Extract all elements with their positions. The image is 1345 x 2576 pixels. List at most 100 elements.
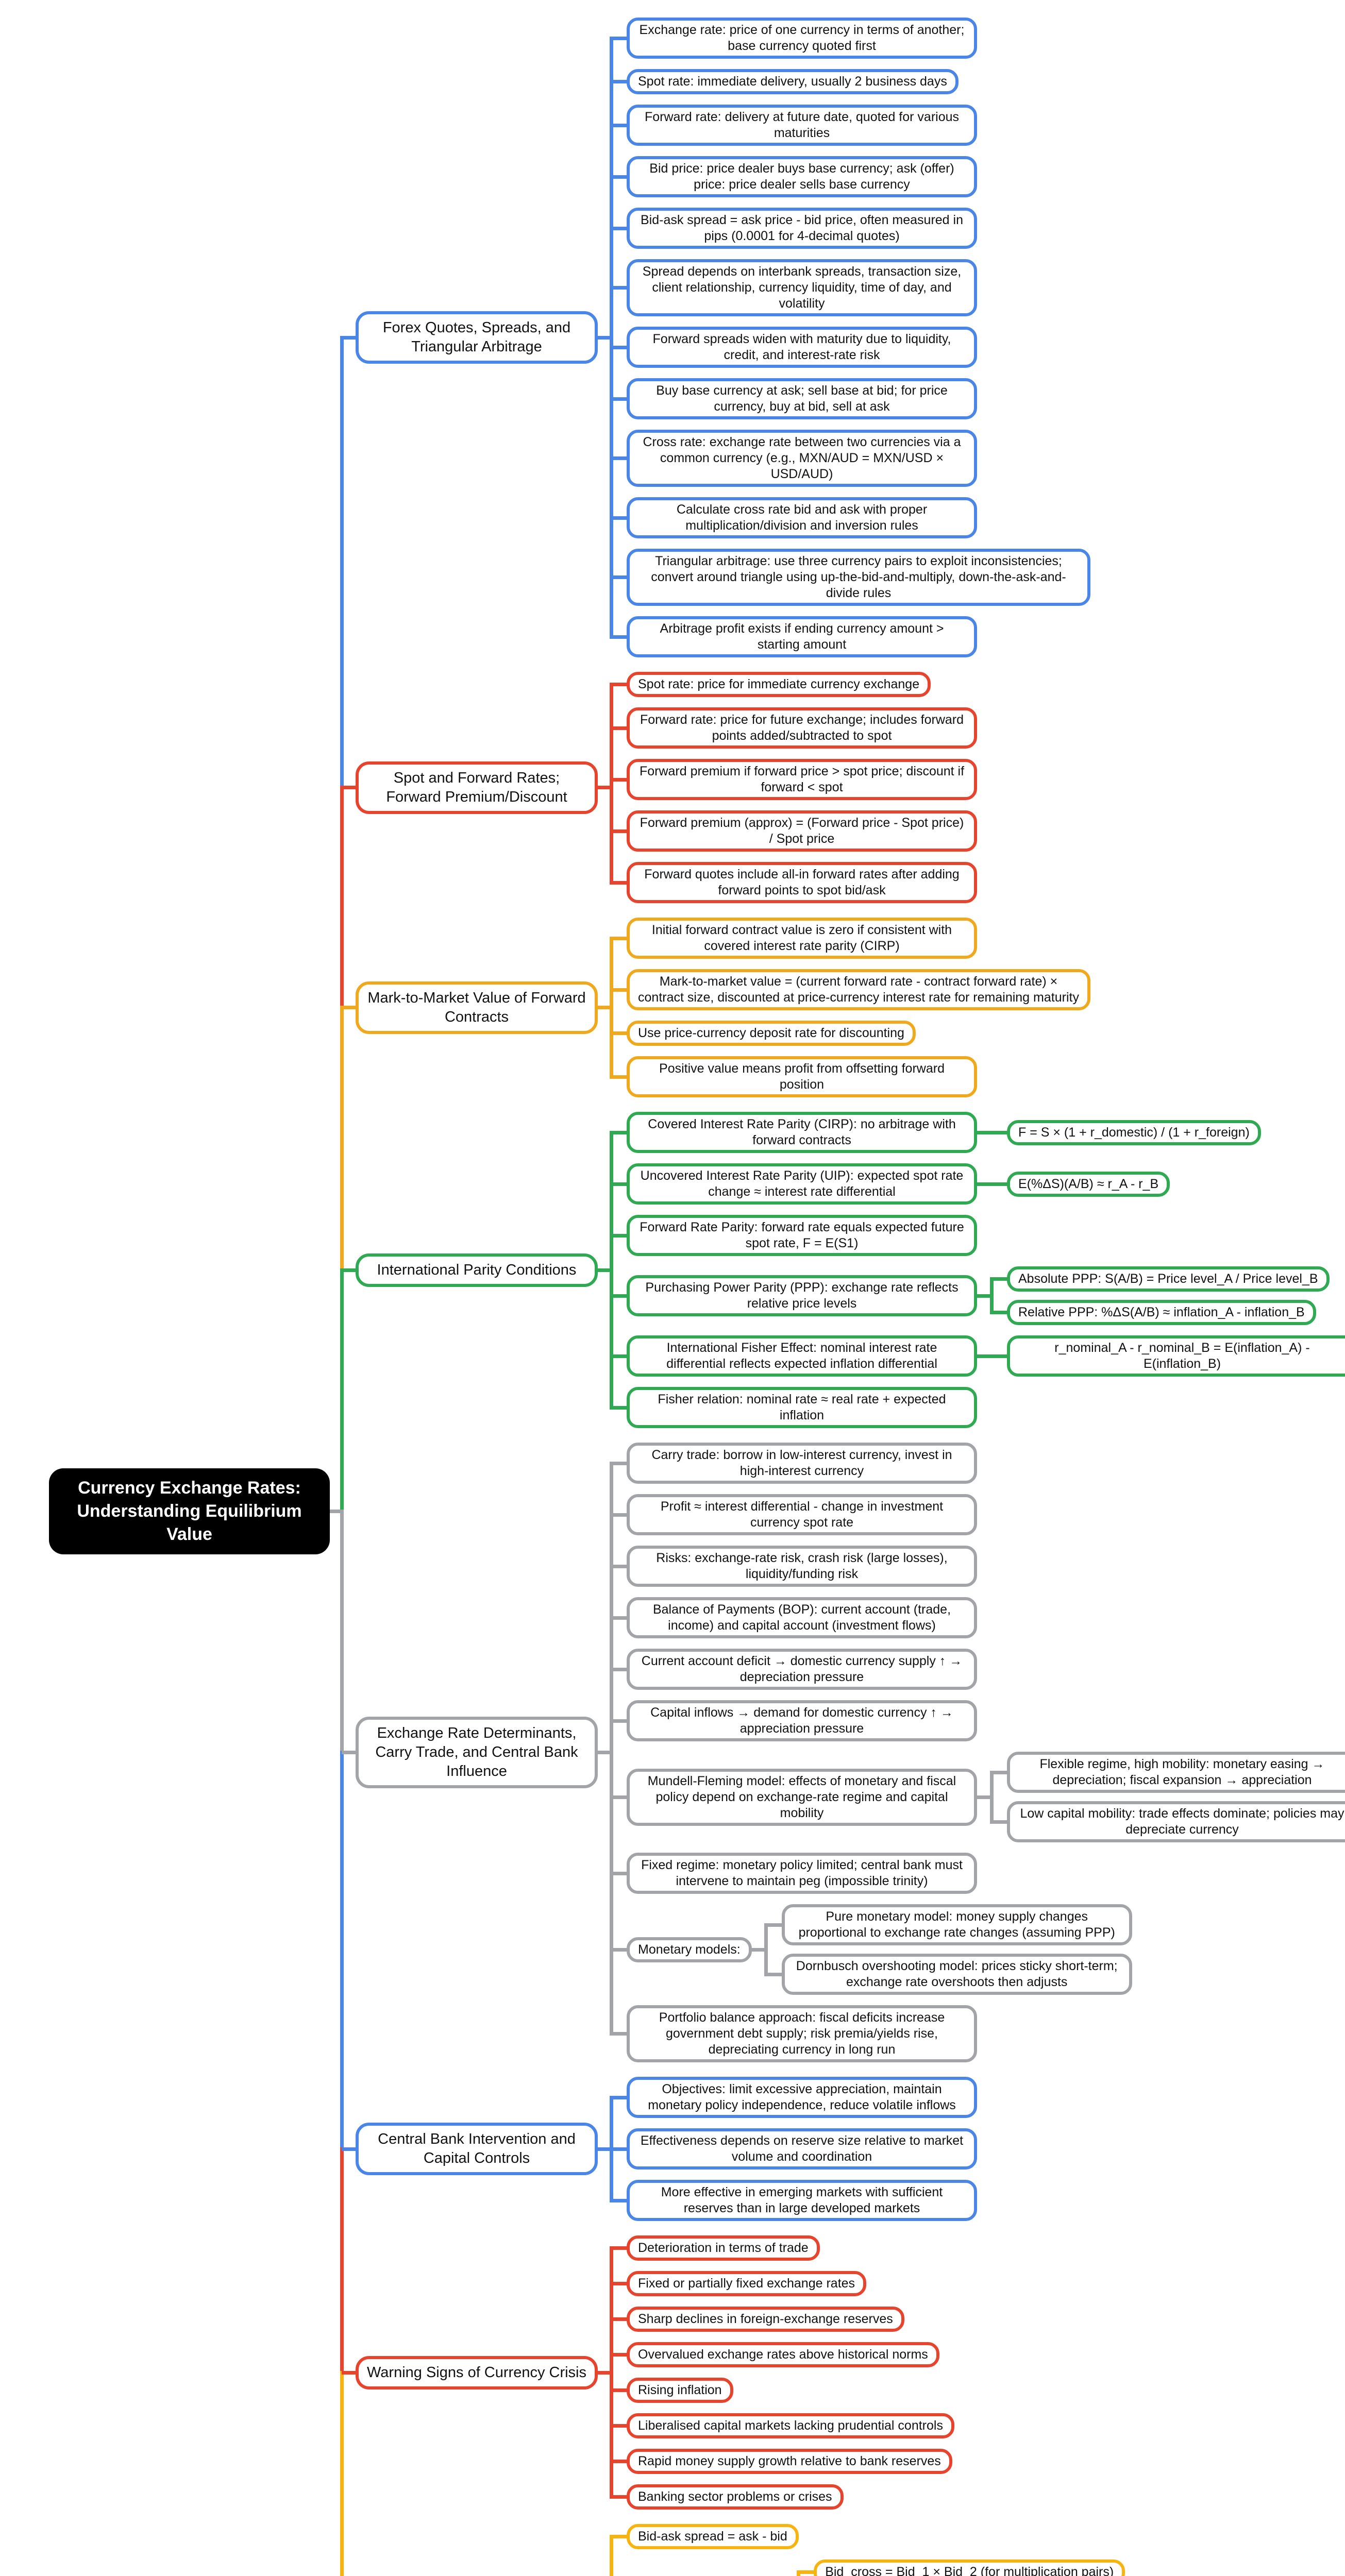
connector-line (751, 1947, 766, 1952)
topic-row: Uncovered Interest Rate Parity (UIP): ex… (627, 1163, 1170, 1205)
topic-row: Positive value means profit from offsett… (627, 1056, 977, 1097)
topic-row: Forward rate: delivery at future date, q… (627, 105, 977, 146)
connector-line (611, 1871, 627, 1875)
central-topic-node: Currency Exchange Rates: Understanding E… (49, 1468, 330, 1554)
topic-row: Exchange rate: price of one currency in … (627, 18, 977, 59)
topic-node: Carry trade: borrow in low-interest curr… (627, 1443, 977, 1484)
subtopic-stack: Bid_cross = Bid_1 × Bid_2 (for multiplic… (814, 2560, 1164, 2576)
topic-node: Profit ≈ interest differential - change … (627, 1494, 977, 1535)
connector-line (598, 335, 611, 340)
connector-line (611, 635, 627, 639)
connector-line (989, 1130, 994, 1134)
topic-node: Bid price: price dealer buys base curren… (627, 156, 977, 197)
topic-node: Forward rate: price for future exchange;… (627, 707, 977, 749)
connector-line (977, 1182, 991, 1186)
connector-line (342, 1268, 356, 1272)
connector-line (611, 726, 627, 730)
connector-line (611, 2495, 627, 2499)
topic-node: Uncovered Interest Rate Parity (UIP): ex… (627, 1163, 977, 1205)
branch-children: Carry trade: borrow in low-interest curr… (627, 1443, 1345, 2062)
topic-node: Buy base currency at ask; sell base at b… (627, 378, 977, 419)
connector-line (977, 1795, 991, 1799)
branch-children: Spot rate: price for immediate currency … (627, 672, 977, 903)
connector-line (611, 936, 627, 940)
connector-line (611, 345, 627, 349)
topic-row: Carry trade: borrow in low-interest curr… (627, 1443, 977, 1484)
connector-line (342, 786, 356, 789)
topic-row: Balance of Payments (BOP): current accou… (627, 1597, 977, 1638)
topic-node: Initial forward contract value is zero i… (627, 918, 977, 959)
topic-node: Portfolio balance approach: fiscal defic… (627, 2005, 977, 2062)
connector-line (796, 2570, 800, 2576)
connector-line (611, 575, 627, 579)
topic-node: Rising inflation (627, 2378, 733, 2403)
branch-children: Exchange rate: price of one currency in … (627, 18, 1090, 657)
topic-row: Purchasing Power Parity (PPP): exchange … (627, 1266, 1330, 1325)
topic-node: Overvalued exchange rates above historic… (627, 2342, 939, 2367)
topic-row: Rising inflation (627, 2378, 733, 2403)
connector-line (977, 1294, 991, 1298)
subtopic-stack: E(%ΔS)(A/B) ≈ r_A - r_B (1007, 1171, 1170, 1197)
connector-line (991, 1277, 1007, 1281)
branch-row: Forex Quotes, Spreads, and Triangular Ar… (356, 18, 1345, 657)
connector-line (611, 2198, 627, 2202)
topic-row: Monetary models:Pure monetary model: mon… (627, 1904, 1132, 1995)
topic-node: Spread depends on interbank spreads, tra… (627, 259, 977, 316)
topic-row: Mundell-Fleming model: effects of moneta… (627, 1752, 1345, 1842)
branch-label: Spot and Forward Rates; Forward Premium/… (356, 761, 598, 814)
branch-label: Warning Signs of Currency Crisis (356, 2355, 598, 2389)
connector-line (598, 1006, 611, 1009)
connector-line (609, 2095, 613, 2202)
connector-line (991, 1182, 1007, 1186)
topic-row: Forward spreads widen with maturity due … (627, 327, 977, 368)
topic-node: Use price-currency deposit rate for disc… (627, 1021, 916, 1046)
connector-line (991, 1354, 1007, 1358)
connector-line (342, 335, 356, 340)
connector-line (611, 123, 627, 127)
connector-line (342, 1006, 356, 1009)
subtopic-node: Flexible regime, high mobility: monetary… (1007, 1752, 1345, 1793)
subtopic-node: Absolute PPP: S(A/B) = Price level_A / P… (1007, 1266, 1330, 1292)
branch-row: Key Formulas and ConceptsBid-ask spread … (356, 2524, 1345, 2576)
topic-row: Spot rate: price for immediate currency … (627, 672, 931, 697)
topic-node: International Fisher Effect: nominal int… (627, 1335, 977, 1377)
topic-row: Profit ≈ interest differential - change … (627, 1494, 977, 1535)
branch-row: Spot and Forward Rates; Forward Premium/… (356, 672, 1345, 903)
connector-line (611, 36, 627, 40)
topic-node: Balance of Payments (BOP): current accou… (627, 1597, 977, 1638)
connector-line (989, 1277, 994, 1314)
connector-line (611, 2424, 627, 2428)
topic-node: Forward Rate Parity: forward rate equals… (627, 1215, 977, 1256)
topic-row: Use price-currency deposit rate for disc… (627, 1021, 916, 1046)
topic-row: Portfolio balance approach: fiscal defic… (627, 2005, 977, 2062)
topic-node: Capital inflows → demand for domestic cu… (627, 1700, 977, 1741)
connector-line (609, 2246, 613, 2499)
topic-node: Mundell-Fleming model: effects of moneta… (627, 1768, 977, 1826)
connector-line (611, 2095, 627, 2099)
topic-row: Forward quotes include all-in forward ra… (627, 862, 977, 903)
topic-node: Banking sector problems or crises (627, 2484, 844, 2510)
topic-node: Deterioration in terms of trade (627, 2235, 820, 2261)
connector-line (611, 175, 627, 179)
connector-line (764, 1923, 768, 1976)
branch-children: Bid-ask spread = ask - bidCross rate wit… (627, 2524, 1164, 2576)
topic-row: Forward rate: price for future exchange;… (627, 707, 977, 749)
connector-line (611, 80, 627, 83)
subtopic-stack: Pure monetary model: money supply change… (781, 1904, 1132, 1995)
branch-row: Central Bank Intervention and Capital Co… (356, 2077, 1345, 2221)
topic-node: Fixed regime: monetary policy limited; c… (627, 1853, 977, 1894)
topic-node: Exchange rate: price of one currency in … (627, 18, 977, 59)
topic-row: Risks: exchange-rate risk, crash risk (l… (627, 1546, 977, 1587)
topic-node: Bid-ask spread = ask - bid (627, 2524, 799, 2549)
subtopic-stack: F = S × (1 + r_domestic) / (1 + r_foreig… (1007, 1120, 1261, 1145)
topic-row: Triangular arbitrage: use three currency… (627, 549, 1090, 606)
topic-row: Liberalised capital markets lacking prud… (627, 2413, 954, 2438)
topic-node: Objectives: limit excessive appreciation… (627, 2077, 977, 2118)
topic-row: Mark-to-market value = (current forward … (627, 969, 1090, 1010)
connector-line (611, 226, 627, 230)
connector-line (611, 397, 627, 401)
topic-node: Forward quotes include all-in forward ra… (627, 862, 977, 903)
topic-row: Fixed or partially fixed exchange rates (627, 2271, 867, 2296)
